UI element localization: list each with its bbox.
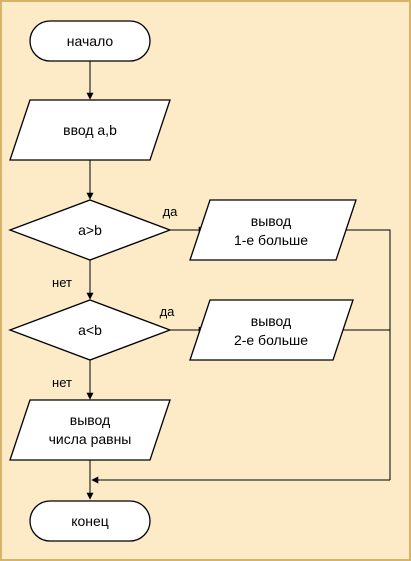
out2-label-line2: 2-е больше [234, 332, 308, 348]
end-terminator [29, 500, 151, 542]
cond2-yes-label: да [160, 304, 176, 319]
out1-label-line1: вывод [251, 213, 291, 229]
out1-label-line2: 1-е больше [234, 232, 308, 248]
cond1-yes-label: да [163, 204, 179, 219]
out1-parallelogram [189, 199, 357, 261]
cond1-no-label: нет [52, 275, 72, 290]
out2-label-line1: вывод [251, 313, 291, 329]
start-label: начало [67, 33, 114, 49]
edge-out1-return [336, 229, 391, 480]
out3-label-line1: вывод [70, 412, 110, 428]
input-parallelogram [9, 99, 171, 161]
end-label: конец [71, 513, 109, 529]
cond2-no-label: нет [52, 375, 72, 390]
out2-parallelogram [189, 299, 354, 361]
cond2-diamond [8, 299, 172, 361]
start-terminator [29, 20, 151, 62]
cond1-diamond [8, 199, 172, 261]
cond2-label: a<b [78, 322, 102, 338]
out3-label-line2: числа равны [49, 431, 132, 447]
input-label: ввод a,b [63, 122, 117, 138]
cond1-label: a>b [78, 222, 102, 238]
out3-parallelogram [9, 399, 171, 461]
